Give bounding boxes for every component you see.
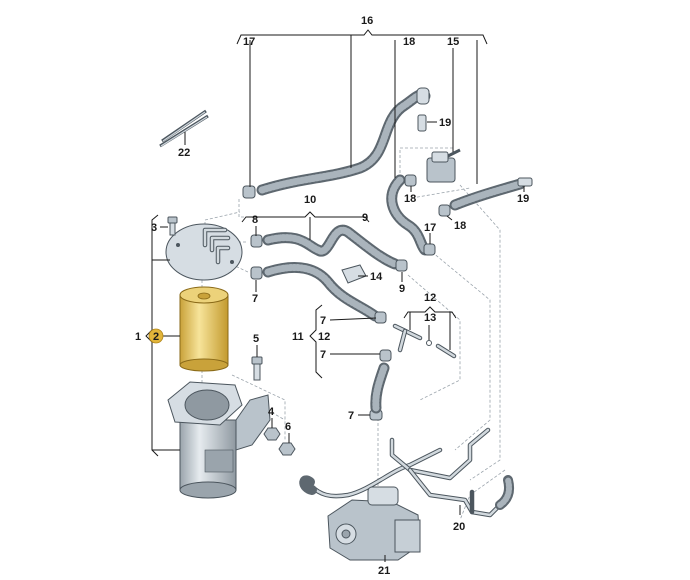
label-7: 7 (320, 315, 326, 327)
part-4-nut[interactable] (263, 427, 281, 441)
label-1: 1 (135, 331, 141, 343)
label-18: 18 (403, 36, 415, 48)
label-19: 19 (517, 193, 529, 205)
label-13: 13 (424, 312, 436, 324)
part-12-t-connector[interactable] (392, 323, 457, 359)
part-2-highlight-badge[interactable] (148, 328, 164, 344)
label-18: 18 (404, 193, 416, 205)
part-labels: 16 17 18 15 19 22 18 19 18 17 10 8 9 3 1… (135, 15, 529, 577)
label-7: 7 (348, 410, 354, 422)
label-12: 12 (424, 292, 436, 304)
label-21: 21 (378, 565, 390, 577)
label-3: 3 (151, 222, 157, 234)
label-4: 4 (268, 406, 275, 418)
part-19-connectors[interactable] (417, 114, 533, 187)
filter-cover[interactable] (165, 223, 243, 281)
label-15: 15 (447, 36, 459, 48)
label-7: 7 (320, 349, 326, 361)
part-15-valve[interactable] (426, 148, 461, 183)
label-9: 9 (399, 283, 405, 295)
label-5: 5 (253, 333, 259, 345)
part-3-bolt[interactable] (167, 216, 178, 236)
label-14: 14 (370, 271, 383, 283)
part-6-nut[interactable] (278, 442, 296, 456)
label-19: 19 (439, 117, 451, 129)
part-10-fuel-hose[interactable] (262, 224, 401, 322)
label-16: 16 (361, 15, 373, 27)
part-14-hose-holder[interactable] (341, 264, 367, 284)
label-12: 12 (318, 331, 330, 343)
part-22-cable-ties[interactable] (159, 109, 209, 148)
label-10: 10 (304, 194, 316, 206)
label-9: 9 (362, 212, 368, 224)
part-11-fuel-hose[interactable] (370, 362, 390, 414)
filter-housing[interactable] (167, 381, 271, 499)
part-21-high-pressure-pump[interactable] (327, 486, 421, 561)
label-17: 17 (243, 36, 255, 48)
label-8: 8 (252, 214, 258, 226)
hose-clamps-upper[interactable] (242, 174, 451, 256)
label-20: 20 (453, 521, 465, 533)
part-20-fuel-pipes[interactable] (299, 427, 514, 518)
label-18: 18 (454, 220, 466, 232)
label-7: 7 (252, 293, 258, 305)
part-2-filter-element[interactable] (179, 286, 229, 372)
part-16-fuel-hose[interactable] (256, 87, 526, 256)
part-5-bolt[interactable] (251, 356, 263, 381)
leader-lines (145, 29, 525, 562)
label-17: 17 (424, 222, 436, 234)
label-22: 22 (178, 147, 190, 159)
label-6: 6 (285, 421, 291, 433)
label-11: 11 (292, 331, 304, 343)
label-2: 2 (153, 331, 159, 343)
